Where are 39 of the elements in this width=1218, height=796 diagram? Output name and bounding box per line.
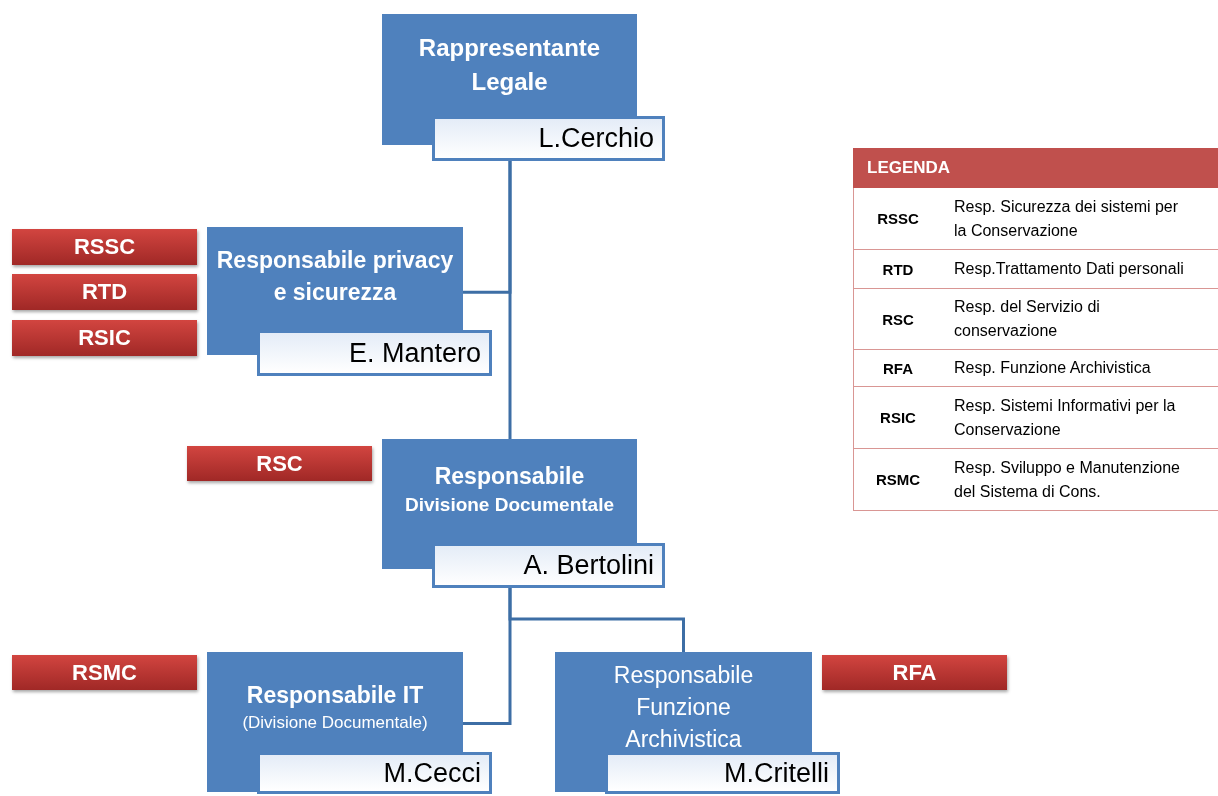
role-title: Responsabile IT <box>246 681 424 710</box>
role-tag <box>12 229 197 265</box>
role-tag <box>12 655 197 690</box>
person-name-box: L.Cerchio <box>432 116 665 161</box>
legend-description: Resp. Sicurezza dei sistemi per la Conservazione <box>953 196 1180 241</box>
person-name-box: E. Mantero <box>257 330 492 376</box>
role-tag <box>12 274 197 310</box>
role-code: RSC <box>256 450 303 477</box>
role-code: RFA <box>892 659 937 686</box>
legend-code: RTD <box>881 260 915 278</box>
legend-description: Resp. del Servizio di conservazione <box>953 297 1101 341</box>
role-tag <box>12 320 197 356</box>
connector-line <box>508 161 512 439</box>
role-subtitle: (Divisione Documentale) <box>242 712 428 735</box>
role-code: RTD <box>81 279 128 305</box>
legend-description: Resp. Sviluppo e Manutenzione del Sistema di Cons. <box>953 457 1181 502</box>
person-name-box: M.Critelli <box>605 752 840 794</box>
legend-code: RFA <box>882 359 914 377</box>
legend-description: Resp. Sistemi Informativi per la Conservazione <box>953 395 1177 440</box>
legend-description: Resp. Funzione Archivistica <box>953 358 1152 378</box>
person-name-box: M.Cecci <box>257 752 492 794</box>
legend-code: RSIC <box>879 409 917 426</box>
legend-header: LEGENDA <box>853 148 1218 188</box>
role-tag <box>822 655 1007 690</box>
role-title: Responsabile <box>434 461 585 491</box>
role-title: Responsabile privacy e sicurezza <box>215 245 455 307</box>
role-code: RSMC <box>72 659 137 686</box>
legend-code: RSSC <box>876 210 920 227</box>
role-code: RSIC <box>78 325 131 351</box>
connector-line <box>508 588 685 652</box>
legend-code: RSMC <box>874 471 922 488</box>
role-title: Responsabile Funzione Archivistica <box>612 660 755 755</box>
legend-code: RSC <box>881 310 915 328</box>
role-subtitle: Divisione Documentale <box>404 492 615 517</box>
role-tag <box>187 446 372 481</box>
legend-description: Resp.Trattamento Dati personali <box>953 259 1185 279</box>
person-name-box: A. Bertolini <box>432 543 665 588</box>
role-code: RSSC <box>73 234 136 260</box>
role-title: Rappresentante Legale <box>417 32 602 97</box>
